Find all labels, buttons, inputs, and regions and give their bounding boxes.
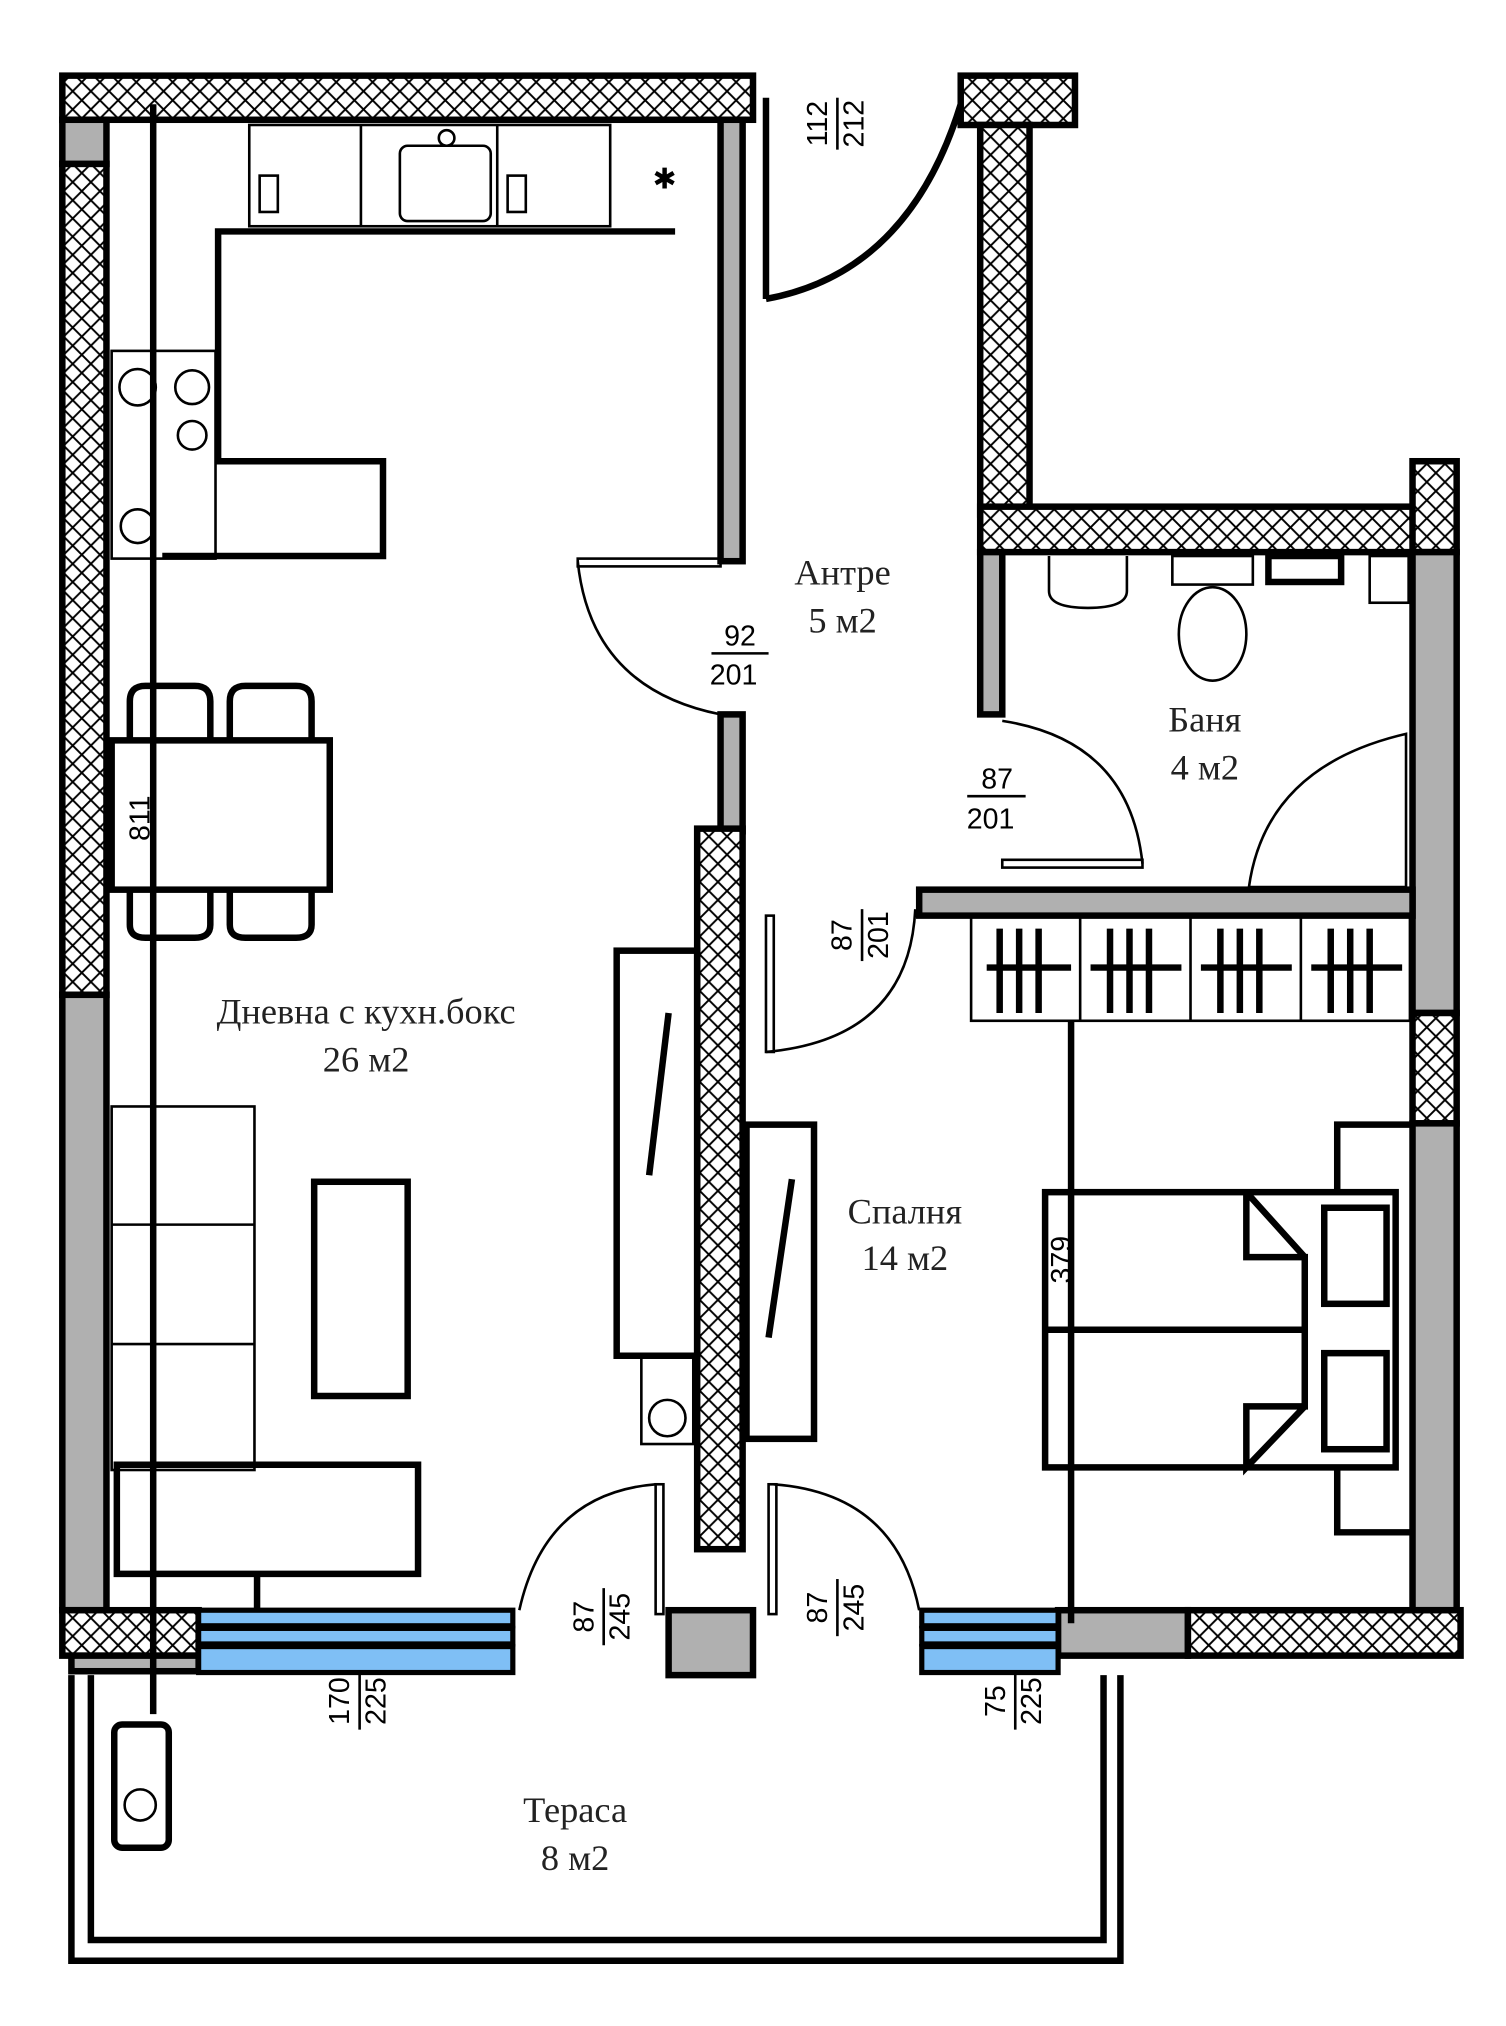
living-terrace-door (518, 1482, 656, 1611)
doors (518, 97, 1144, 1616)
dim-living-window-w: 170 (324, 1677, 356, 1725)
dim-bt-door-w: 87 (802, 1592, 834, 1624)
dim-living-door-w: 92 (724, 621, 756, 653)
wardrobe (969, 915, 1412, 1624)
room-name-living: Дневна с кухн.бокс (217, 991, 516, 1031)
dim-bedroom-door-w: 87 (827, 919, 859, 951)
bed (1041, 1121, 1413, 1536)
terrace (68, 104, 1124, 1964)
toilet-icon (1177, 585, 1248, 682)
room-name-bath: Баня (1168, 699, 1241, 739)
dimension-labels: 112 212 92 201 87 201 87 201 87 245 87 2… (124, 97, 1078, 1730)
room-name-terrace: Тераса (523, 1790, 627, 1830)
dim-entry-h: 212 (838, 100, 870, 148)
bedroom-door (765, 909, 917, 1054)
tv-units (613, 947, 818, 1446)
dim-lt-door-h: 245 (605, 1593, 637, 1641)
dim-entry-w: 112 (802, 101, 834, 147)
sofa (110, 1105, 422, 1611)
room-area-living: 26 м2 (323, 1039, 410, 1079)
windows (196, 1607, 1061, 1676)
bathroom-fixtures (1047, 552, 1410, 889)
washbasin-icon (1047, 556, 1129, 610)
room-area-terrace: 8 м2 (541, 1838, 609, 1878)
shower-icon (1247, 732, 1408, 889)
ac-unit-icon (111, 1721, 173, 1852)
dim-bath-door-w: 87 (981, 763, 1013, 795)
dim-bedroom-door-h: 201 (863, 911, 895, 959)
kitchen: ✱ (110, 123, 677, 560)
sink-icon (398, 144, 493, 223)
room-name-bedroom: Спалня (848, 1191, 963, 1231)
room-name-hall: Антре (794, 553, 890, 593)
room-area-hall: 5 м2 (808, 601, 876, 641)
dining-table (108, 682, 334, 941)
room-area-bath: 4 м2 (1171, 747, 1239, 787)
dim-living-mark: 811 (124, 796, 156, 842)
room-area-bedroom: 14 м2 (862, 1238, 949, 1278)
living-door (576, 561, 721, 716)
dim-lt-door-w: 87 (568, 1601, 600, 1633)
extractor-icon: ✱ (653, 164, 677, 196)
dim-bedroom-window-h: 225 (1016, 1677, 1048, 1725)
dim-bt-door-h: 245 (838, 1584, 870, 1632)
room-labels: Антре 5 м2 Баня 4 м2 Дневна с кухн.бокс … (217, 553, 1242, 1878)
dim-living-window-h: 225 (361, 1677, 393, 1725)
walls (59, 72, 1464, 1679)
dim-living-door-h: 201 (710, 660, 758, 692)
entry-door (765, 103, 964, 303)
dim-bath-door-h: 201 (967, 804, 1015, 836)
washing-machine-icon (640, 1354, 695, 1446)
bath-door (1002, 719, 1144, 864)
dim-bedroom-mark: 379 (1046, 1236, 1078, 1284)
bedroom-terrace-door (773, 1482, 921, 1611)
dim-bedroom-window-w: 75 (980, 1685, 1012, 1717)
